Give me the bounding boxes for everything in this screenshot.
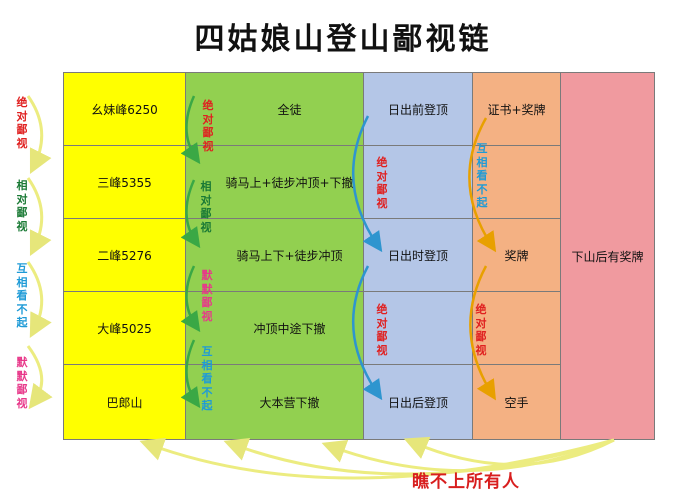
route-label: 大本营下撤 [259,395,320,410]
peak-label: 幺妹峰6250 [91,102,158,117]
route-label: 全徒 [277,102,302,117]
time-cell: 日出前登顶 [363,72,473,146]
cert-cell: 证书+奖牌 [472,72,561,146]
side-label: 相对鄙视 [16,179,28,233]
route-cell: 冲顶中途下撤 [185,291,364,365]
route-annotation: 默默鄙视 [201,269,213,323]
time-label: 日出后登顶 [387,395,448,410]
chain-table: 幺妹峰6250 三峰5355 二峰5276 大峰5025 巴郎山 全徒 骑马上+… [63,72,655,440]
route-cell: 骑马上+徒步冲顶+下撤 [185,145,364,219]
time-annotation: 绝对鄙视 [376,303,388,357]
time-arrow [351,265,383,401]
cert-label: 空手 [504,395,529,410]
side-label: 绝对鄙视 [16,96,28,150]
route-label: 冲顶中途下撤 [253,321,326,336]
time-annotation: 绝对鄙视 [376,156,388,210]
bottom-caption: 瞧不上所有人 [412,472,520,492]
peak-cell: 幺妹峰6250 [63,72,186,146]
peak-cell: 二峰5276 [63,218,186,292]
side-arrow [26,261,52,338]
summary-label: 下山后有奖牌 [571,249,644,264]
time-cell [363,291,473,365]
route-cell: 骑马上下+徒步冲顶 [185,218,364,292]
side-label: 互相看不起 [16,262,28,329]
summary-cell: 下山后有奖牌 [560,72,655,440]
cert-arrow [469,265,496,401]
route-annotation: 绝对鄙视 [202,99,214,153]
route-label: 骑马上下+徒步冲顶 [236,248,343,263]
time-label: 日出时登顶 [387,248,448,263]
route-arrow [180,95,201,165]
cert-arrow [468,117,497,253]
route-arrow [180,265,201,333]
cert-label: 证书+奖牌 [487,102,546,117]
page-title: 四姑娘山登山鄙视链 [194,22,492,57]
route-annotation: 相对鄙视 [200,180,212,234]
route-cell: 大本营下撤 [185,364,364,440]
bottom-arrow [321,438,615,472]
route-cell: 全徒 [185,72,364,146]
peak-label: 大峰5025 [97,321,152,336]
peak-label: 三峰5355 [97,175,152,190]
side-arrow [26,177,52,257]
route-arrow [180,179,201,249]
cert-annotation: 互相看不起 [476,142,488,209]
route-label: 骑马上+徒步冲顶+下撤 [225,175,354,190]
cert-annotation: 绝对鄙视 [475,303,487,357]
time-arrow [351,115,383,253]
time-label: 日出前登顶 [387,102,448,117]
route-annotation: 互相看不起 [201,345,213,412]
cert-cell [472,145,561,219]
peak-label: 二峰5276 [97,248,152,263]
cert-cell: 空手 [472,364,561,440]
side-arrow [26,345,53,410]
peak-label: 巴郎山 [106,395,143,410]
bottom-arrow [139,437,615,480]
cert-label: 奖牌 [504,248,529,263]
route-arrow [180,339,201,409]
side-arrow [26,95,52,175]
side-label: 默默鄙视 [16,356,28,410]
